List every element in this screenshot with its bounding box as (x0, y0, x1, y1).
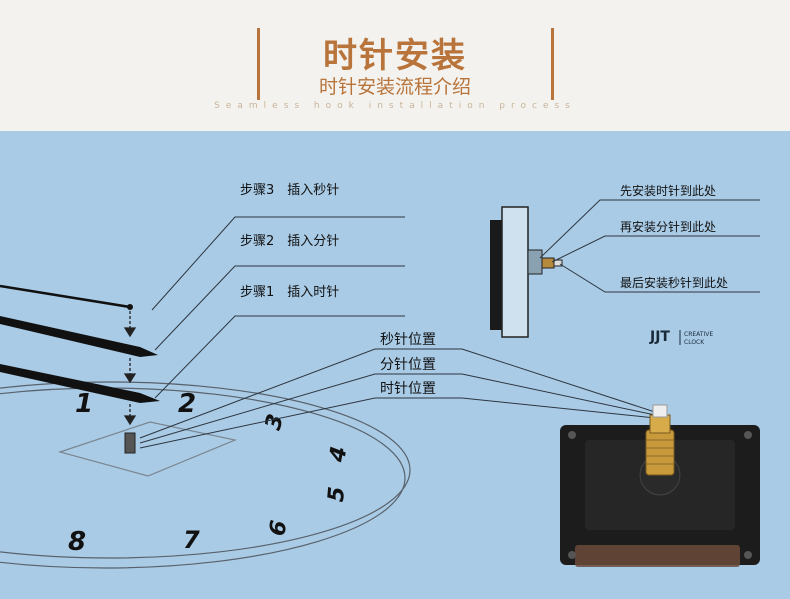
insertion-arrows (125, 311, 135, 424)
numeral-7: 7 (183, 526, 200, 554)
dial-numerals: 1 2 3 4 5 6 7 8 (68, 389, 352, 557)
callout-minute-hand: 再安装分针到此处 (620, 219, 716, 234)
spindle-icon (125, 433, 135, 453)
minute-position-label: 分针位置 (380, 357, 436, 373)
numeral-6: 6 (265, 518, 292, 537)
brand-logo-text: JJT (649, 329, 670, 345)
page-subtitle: 时针安装流程介绍 (0, 72, 790, 99)
header: 时针安装 时针安装流程介绍 Seamless hook installation… (0, 0, 790, 131)
english-subtitle: Seamless hook installation process (0, 101, 790, 111)
numeral-5: 5 (324, 486, 350, 503)
clock-face (0, 382, 410, 568)
brand-line-2: CLOCK (684, 339, 705, 346)
movement-side-view (490, 207, 562, 337)
callout-hour-hand: 先安装时针到此处 (620, 183, 716, 198)
step-3-label: 步骤3 插入秒针 (240, 183, 339, 198)
second-hand (0, 286, 130, 307)
brand-logo: JJT CREATIVE CLOCK (649, 329, 713, 346)
step-2-label: 步骤2 插入分针 (240, 234, 339, 249)
brand-line-1: CREATIVE (684, 331, 713, 338)
hour-position-label: 时针位置 (380, 381, 436, 397)
step-1-label: 步骤1 插入时针 (240, 285, 339, 300)
callout-second-hand: 最后安装秒针到此处 (620, 275, 728, 290)
numeral-8: 8 (68, 527, 86, 557)
numeral-3: 3 (261, 412, 289, 433)
numeral-1: 1 (75, 389, 93, 419)
minute-hand (0, 316, 158, 357)
page-title: 时针安装 (0, 28, 790, 77)
numeral-2: 2 (178, 389, 196, 419)
second-position-label: 秒针位置 (380, 332, 436, 348)
clock-movement (560, 405, 760, 567)
installation-diagram: 1 2 3 4 5 6 7 8 步骤3 插入秒针 步骤2 插入分针 步骤1 插入… (0, 131, 790, 599)
numeral-4: 4 (325, 444, 352, 464)
